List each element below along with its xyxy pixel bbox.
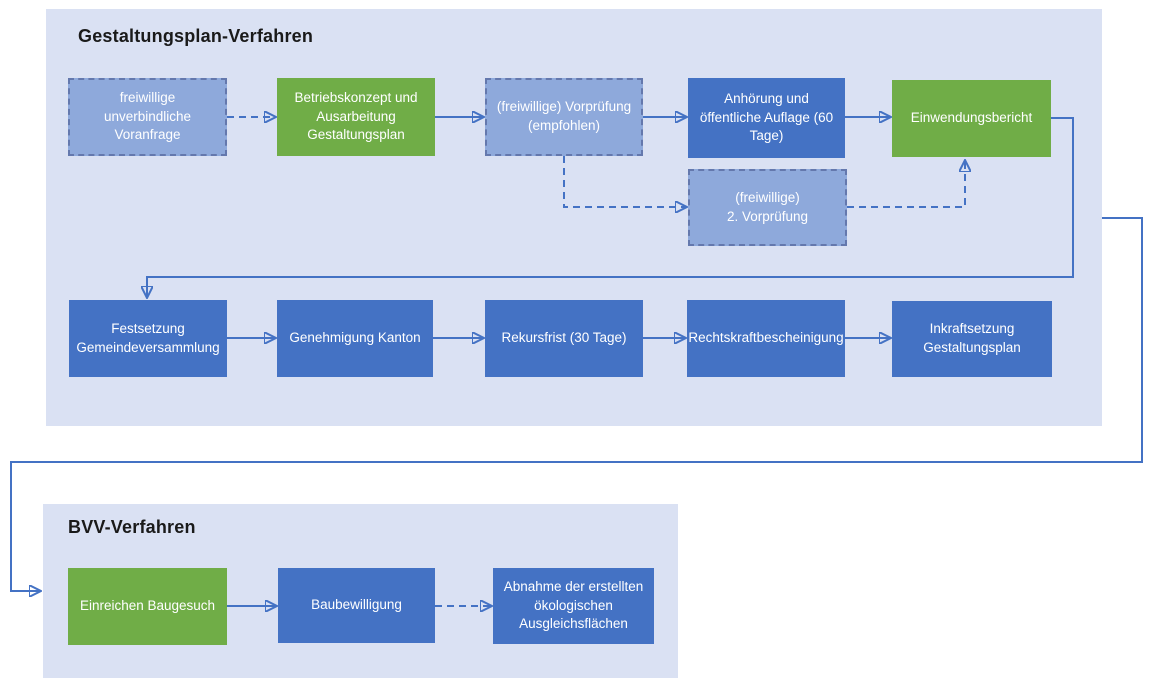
box-rechtskraft: Rechtskraftbescheinigung [687,300,845,377]
box-baugesuch: Einreichen Baugesuch [68,568,227,645]
box-baubewilligung: Baubewilligung [278,568,435,643]
box-abnahme: Abnahme der erstellten ökologischen Ausg… [493,568,654,644]
box-anhoerung: Anhörung und öffentliche Auflage (60 Tag… [688,78,845,158]
box-einwendungsbericht: Einwendungsbericht [892,80,1051,157]
box-voranfrage: freiwillige unverbindliche Voranfrage [68,78,227,156]
box-inkraftsetzung: Inkraftsetzung Gestaltungsplan [892,301,1052,377]
box-vorpruefung: (freiwillige) Vorprüfung (empfohlen) [485,78,643,156]
section-title-gestaltungsplan: Gestaltungsplan-Verfahren [78,26,314,46]
box-rekursfrist: Rekursfrist (30 Tage) [485,300,643,377]
section-title-bvv: BVV-Verfahren [68,517,196,537]
box-festsetzung: Festsetzung Gemeindeversammlung [69,300,227,377]
box-vorpruefung2: (freiwillige) 2. Vorprüfung [688,169,847,246]
box-betriebskonzept: Betriebskonzept und Ausarbeitung Gestalt… [277,78,435,156]
box-genehmigung: Genehmigung Kanton [277,300,433,377]
